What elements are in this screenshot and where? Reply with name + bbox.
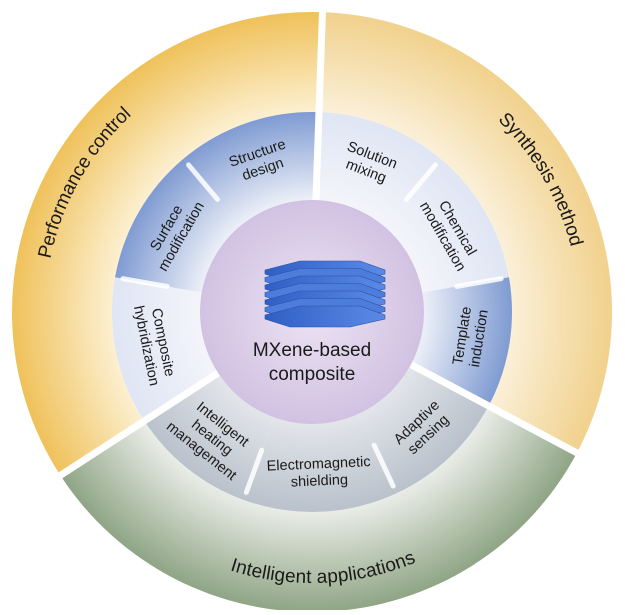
inner-segment-intelligent-heating-management xyxy=(144,372,274,500)
mxene-layer xyxy=(264,305,386,328)
outer-sector-performance-control xyxy=(12,12,323,476)
mxene-layer-stack-icon xyxy=(264,260,386,328)
inner-segment-solution-mixing xyxy=(315,112,441,227)
segment-separator-2 xyxy=(454,276,504,289)
inner-segment-template-induction xyxy=(410,277,512,406)
segment-separator-6 xyxy=(186,162,221,202)
inner-label-line: Electromagnetic xyxy=(266,454,371,475)
outer-sector-synthesis-method xyxy=(318,12,612,453)
segment-separators xyxy=(56,10,581,495)
segment-separator-1 xyxy=(403,162,438,202)
group-separator-1 xyxy=(312,10,327,201)
inner-label-line: shielding xyxy=(290,472,348,490)
center-title-line-1: MXene-based xyxy=(253,340,371,361)
inner-segment-electromagnetic-shielding xyxy=(243,413,397,513)
center-title-line-2: composite xyxy=(269,364,356,385)
group-separator-2 xyxy=(409,361,581,457)
segment-separator-4 xyxy=(243,447,265,495)
outer-ring xyxy=(12,12,612,612)
inner-segment-adaptive-sensing xyxy=(359,364,489,494)
segment-separator-3 xyxy=(371,442,396,489)
segment-separator-5 xyxy=(120,276,170,289)
inner-ring xyxy=(111,111,512,513)
inner-segment-composite-hybridization xyxy=(111,277,219,421)
group-separator-3 xyxy=(56,370,220,480)
outer-sector-intelligent-applications xyxy=(60,405,577,612)
